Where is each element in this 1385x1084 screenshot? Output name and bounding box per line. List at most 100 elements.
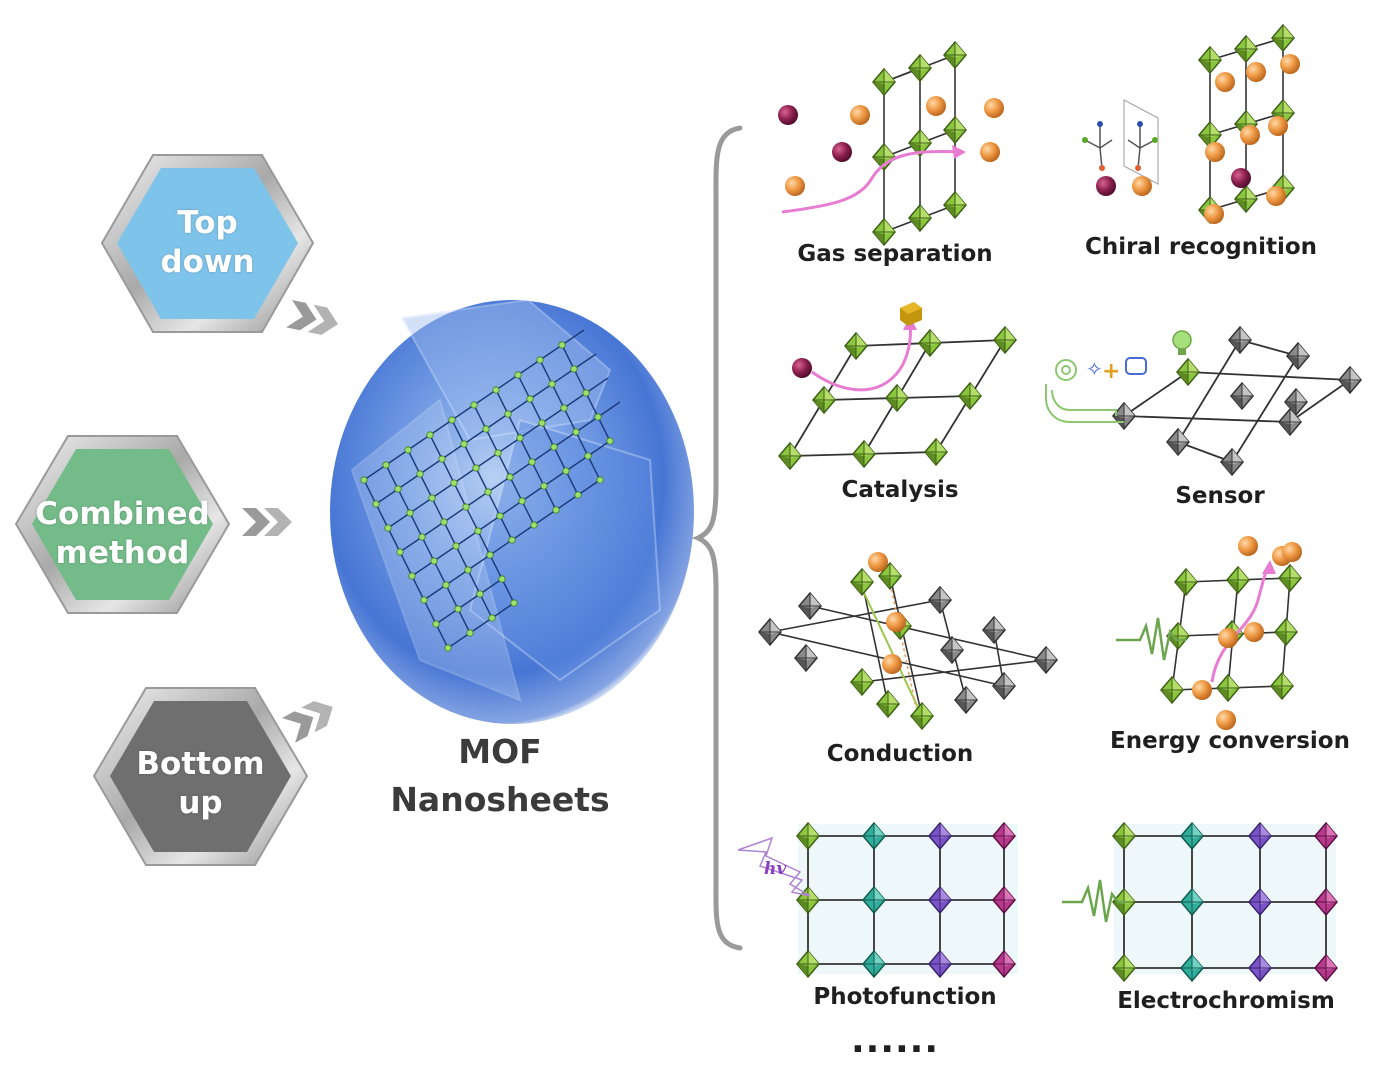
hexagon-top-down-fill (117, 168, 298, 319)
mof-lattice-node (560, 404, 568, 412)
center-title: MOF Nanosheets (380, 728, 620, 824)
photofunction-illustration: hv (737, 822, 1018, 978)
mof-lattice-node (460, 440, 468, 448)
mof-lattice-node (488, 614, 496, 622)
mof-lattice-node (526, 395, 534, 403)
mof-lattice-node (474, 527, 482, 535)
mof-lattice-link (507, 413, 521, 439)
mof-lattice-link (491, 602, 515, 619)
mof-lattice-link (551, 383, 565, 409)
mof-lattice-link (441, 443, 465, 460)
mof-lattice-node (596, 476, 604, 484)
mof-lattice-link (375, 503, 389, 529)
mof-lattice-node (444, 644, 452, 652)
mof-lattice-link (465, 491, 489, 508)
arrow-top-down (286, 300, 341, 338)
mof-lattice-link (469, 617, 493, 634)
mof-lattice-link (563, 407, 577, 433)
mof-lattice-node (550, 443, 558, 451)
label-electrochromism: Electrochromism (1117, 988, 1335, 1014)
mof-lattice-link (419, 473, 433, 499)
mof-lattice-node (498, 575, 506, 583)
mof-lattice-node (472, 464, 480, 472)
mof-lattice-node (360, 476, 368, 484)
mof-lattice-node (476, 590, 484, 598)
mof-lattice-link (433, 560, 447, 586)
hexagon-top-down (100, 154, 315, 333)
mof-lattice-link (397, 473, 421, 490)
method-combined-label: Combined method (30, 495, 215, 573)
mof-lattice-node (438, 455, 446, 463)
mof-lattice-grid (360, 329, 621, 652)
mof-lattice-link (435, 608, 459, 625)
mof-lattice-link (577, 479, 601, 496)
mof-lattice-node (582, 389, 590, 397)
mof-lattice-link (419, 458, 443, 475)
mof-lattice-node (372, 500, 380, 508)
mof-lattice-node (540, 482, 548, 490)
mof-lattice-link (585, 392, 599, 418)
mof-lattice-link (597, 401, 621, 418)
hexagon-combined (14, 435, 231, 614)
mof-lattice-node (486, 551, 494, 559)
mof-lattice-node (482, 425, 490, 433)
mof-lattice-link (519, 422, 543, 439)
hexagon-bottom-up-fill (110, 701, 291, 852)
mof-lattice-link (495, 389, 509, 415)
mof-lattice-link (473, 404, 487, 430)
mof-lattice-link (457, 608, 471, 634)
mof-lattice-link (529, 383, 553, 400)
mof-lattice-node (450, 479, 458, 487)
mof-lattice-node (406, 509, 414, 517)
mof-lattice-link (533, 509, 557, 526)
mof-lattice-link (409, 497, 433, 514)
mof-lattice-node (442, 581, 450, 589)
mof-lattice-link (433, 545, 457, 562)
label-conduction: Conduction (826, 741, 974, 767)
method-top-down-line2: down (160, 244, 255, 280)
mof-lattice-link (489, 554, 503, 580)
method-top-down-label: Top down (117, 204, 298, 282)
mof-lattice-link (431, 497, 445, 523)
mof-lattice-link (551, 368, 575, 385)
mof-lattice-link (597, 416, 611, 442)
mof-lattice-link (497, 437, 521, 454)
mof-lattice-node (572, 428, 580, 436)
hexagon-bottom-up (92, 687, 309, 866)
mof-lattice-link (443, 506, 467, 523)
center-title-line1: MOF (458, 732, 542, 771)
mof-lattice-link (553, 431, 577, 448)
conduction-illustration (758, 552, 1058, 730)
mof-lattice-link (585, 377, 609, 394)
mof-lattice-node (574, 491, 582, 499)
mof-lattice-link (451, 419, 465, 445)
mof-lattice-link (443, 521, 457, 547)
mof-lattice-link (375, 488, 399, 505)
gas-separation-illustration (778, 41, 1004, 246)
mof-lattice-link (565, 455, 589, 472)
mof-lattice-link (423, 599, 437, 625)
mof-lattice-link (399, 551, 413, 577)
mof-lattice-link (435, 623, 449, 649)
mof-lattice-link (457, 593, 481, 610)
mof-lattice-link (411, 560, 435, 577)
mof-lattice-link (487, 476, 511, 493)
mof-lattice-link (445, 569, 469, 586)
mof-lattice-link (475, 452, 499, 469)
mof-lattice-node (470, 401, 478, 409)
mof-lattice-link (475, 467, 489, 493)
mof-lattice-node (506, 473, 514, 481)
method-bottom-up-line2: up (178, 785, 223, 821)
mof-lattice-link (539, 344, 563, 361)
method-bottom-up-line1: Bottom (136, 746, 265, 782)
electrochromism-illustration (1062, 822, 1338, 982)
mof-lattice-node (426, 431, 434, 439)
mof-lattice-link (553, 446, 567, 472)
mof-lattice-link (451, 404, 475, 421)
mof-lattice-link (531, 446, 555, 463)
mof-lattice-node (528, 458, 536, 466)
mof-lattice-node (454, 605, 462, 613)
mof-lattice-link (441, 458, 455, 484)
mof-lattice-node (508, 536, 516, 544)
chiral-recognition-illustration (1082, 24, 1300, 224)
